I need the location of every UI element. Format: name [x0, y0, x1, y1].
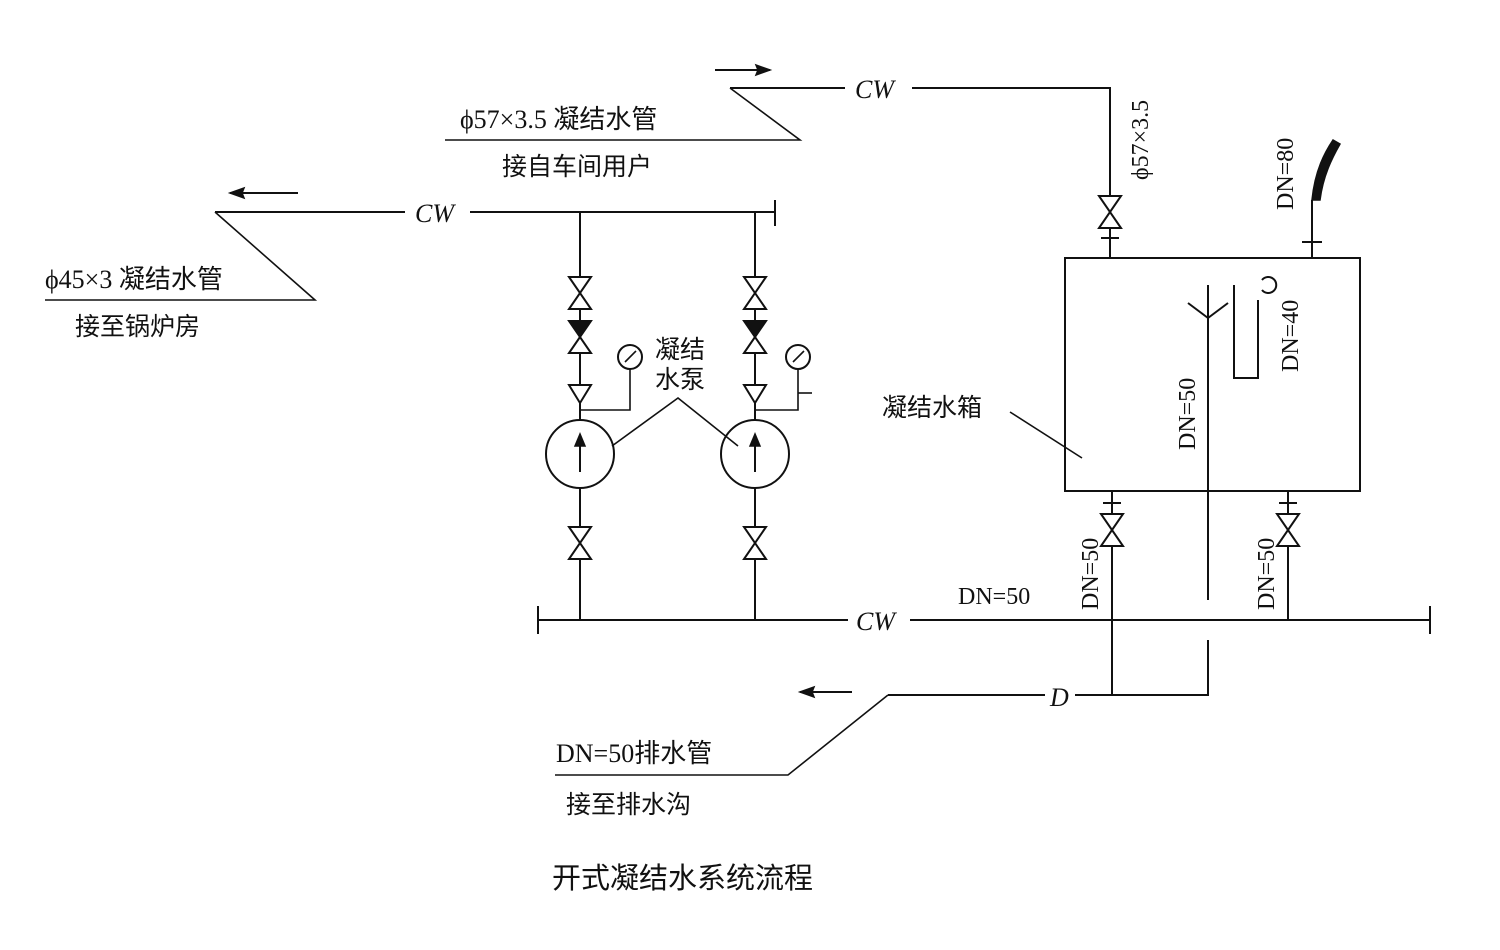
- inlet-pipe-note: 接自车间用户: [502, 152, 652, 181]
- pump-label-line2: 水泵: [655, 365, 705, 394]
- pump-branch-2: [743, 212, 812, 620]
- pressure-gauge-2: [785, 344, 811, 380]
- pump-2: [720, 419, 790, 489]
- pump-1: [545, 419, 615, 489]
- tank-leader: [1009, 411, 1083, 459]
- pump-leader: [611, 396, 739, 447]
- figure-title: 开式凝结水系统流程: [552, 861, 813, 895]
- inlet-pipe: [445, 63, 1111, 200]
- header-size: DN=50: [958, 584, 1030, 610]
- drain-pipe-note: 接至排水沟: [566, 790, 691, 819]
- pressure-gauge-1: [617, 344, 643, 393]
- suction-header: [537, 606, 1431, 634]
- drain-pipe-spec: DN=50排水管: [556, 739, 712, 768]
- outlet-pipe-code: CW: [415, 199, 456, 228]
- pump-label-line1: 凝结: [655, 335, 705, 364]
- tank-label: 凝结水箱: [882, 393, 982, 422]
- internal-size: DN=40: [1278, 300, 1304, 372]
- suction-header-code: CW: [856, 607, 897, 636]
- tank-overflow-pipe: [1187, 285, 1229, 600]
- tank-outlet-left: [1100, 491, 1124, 695]
- inlet-pipe-spec: ϕ57×3.5 凝结水管: [460, 105, 657, 134]
- tank-outlet-right-size: DN=50: [1254, 538, 1280, 610]
- outlet-pipe-spec: ϕ45×3 凝结水管: [45, 265, 223, 294]
- tank-outlet-right: [1276, 491, 1300, 620]
- tank-outlet-left-size: DN=50: [1078, 538, 1104, 610]
- overflow-size: DN=50: [1175, 378, 1201, 450]
- condensate-tank: [1064, 257, 1361, 492]
- tank-inlet-size: ϕ57×3.5: [1128, 100, 1154, 180]
- pump-branch-1: [568, 212, 631, 620]
- vent-size: DN=80: [1273, 138, 1299, 210]
- vent-pipe: [1302, 139, 1342, 258]
- drain-pipe: [555, 640, 1209, 776]
- outlet-pipe-note: 接至锅炉房: [75, 312, 200, 341]
- outlet-pipe: [45, 186, 776, 301]
- inlet-pipe-code: CW: [855, 75, 896, 104]
- tank-return-pipe: [1233, 276, 1278, 379]
- tank-inlet-valve: [1098, 195, 1122, 229]
- drain-pipe-code: D: [1049, 683, 1069, 712]
